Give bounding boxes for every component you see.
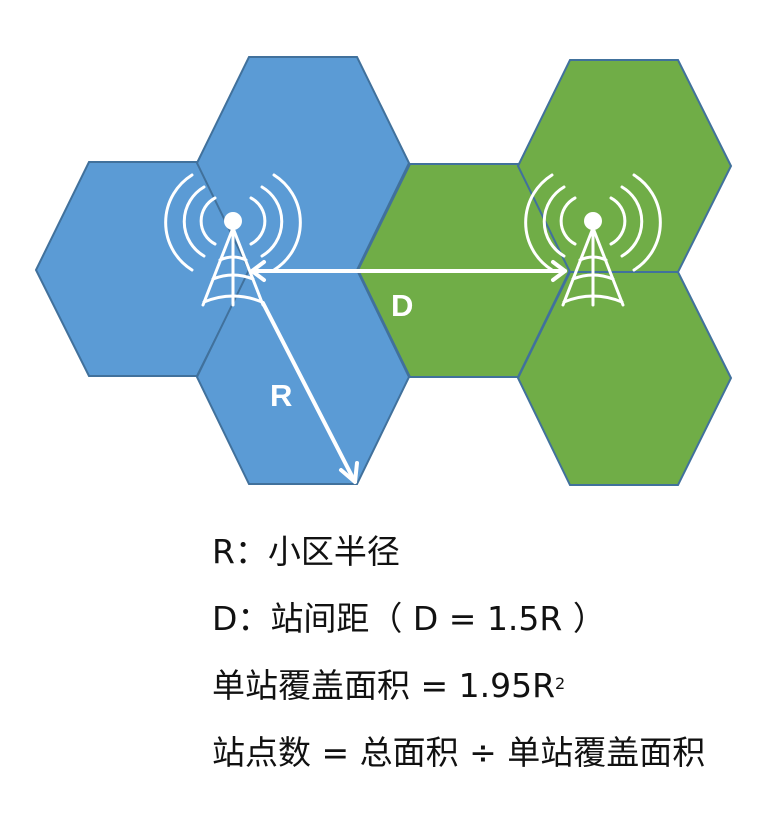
distance-arrow-D [250, 260, 567, 282]
formula-legend: R：小区半径 D：站间距（ D = 1.5R ） 单站覆盖面积 = 1.95R2… [212, 535, 705, 803]
legend-site-coverage-area: 单站覆盖面积 = 1.95R2 [212, 669, 705, 702]
coverage-formula: 单站覆盖面积 = 1.95R [212, 666, 556, 705]
green-cell-bottom [516, 271, 733, 486]
cell-tower-icon-right [524, 173, 662, 307]
legend-site-distance-definition: D：站间距（ D = 1.5R ） [212, 599, 606, 638]
label-R: R [270, 378, 292, 413]
cell-coverage-diagram: D R [34, 56, 733, 486]
coverage-exponent: 2 [555, 674, 566, 693]
green-site-cells [356, 59, 733, 486]
label-D: D [391, 288, 413, 323]
cell-tower-icon-left [164, 173, 302, 307]
legend-radius-definition: R：小区半径 [212, 532, 400, 571]
radius-arrow-R [261, 301, 359, 484]
legend-site-count-formula: 站点数 = 总面积 ÷ 单站覆盖面积 [212, 733, 706, 772]
